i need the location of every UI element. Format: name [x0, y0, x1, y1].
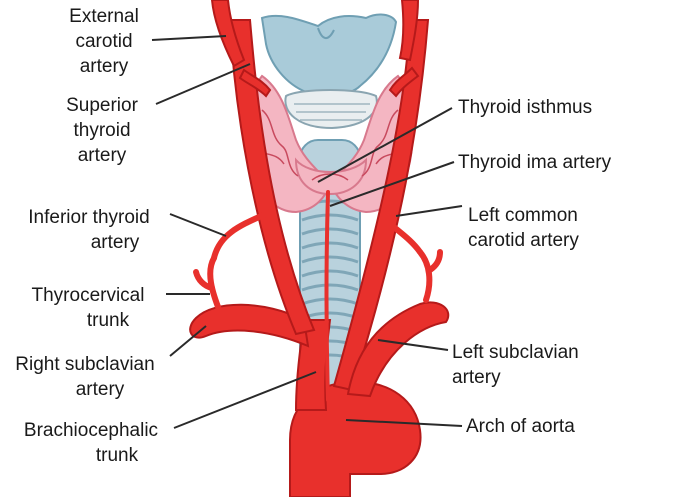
label-arch-of-aorta: Arch of aorta: [466, 416, 575, 437]
left-superior-thyroid-artery: [388, 66, 420, 98]
leader-right-subclavian: [169, 325, 207, 357]
leader-inferior-thyroid: [169, 213, 227, 237]
left-external-carotid: [398, 0, 420, 62]
label-left-common-carotid-artery: Left common carotid artery: [468, 205, 579, 251]
small-branches: [193, 190, 443, 402]
leader-left-common-carotid: [395, 205, 463, 217]
right-external-carotid: [210, 0, 246, 68]
thyroid-cartilage: [260, 13, 398, 97]
label-superior-thyroid-artery: Superior thyroid artery: [66, 95, 138, 166]
leader-thyroid-isthmus: [317, 107, 453, 183]
label-thyroid-isthmus: Thyroid isthmus: [458, 97, 593, 118]
larynx: [260, 13, 398, 130]
thyroid-isthmus: [294, 157, 368, 196]
leader-arch-of-aorta: [345, 419, 463, 427]
label-left-subclavian-artery: Left subclavian artery: [452, 342, 579, 388]
leader-left-subclavian: [377, 339, 449, 351]
label-thyrocervical-trunk: Thyrocervical trunk: [31, 285, 145, 331]
leader-lines: [151, 35, 463, 429]
label-right-subclavian-artery: Right subclavian artery: [15, 354, 155, 400]
label-thyroid-ima-artery: Thyroid ima artery: [458, 152, 612, 173]
laryngeal-notch: [317, 27, 335, 39]
left-thyrocervical-trunk: [417, 249, 433, 303]
right-common-carotid: [228, 19, 316, 336]
label-external-carotid-artery: External carotid artery: [69, 6, 139, 77]
leader-brachiocephalic: [173, 371, 317, 429]
leader-superior-thyroid: [155, 63, 251, 105]
right-superior-thyroid-artery: [238, 68, 272, 98]
left-inferior-thyroid-artery: [383, 217, 423, 255]
leader-external-carotid: [151, 35, 227, 41]
left-subclavian-artery: [346, 301, 450, 398]
right-inferior-thyroid-artery: [211, 209, 273, 261]
right-thyrocervical-trunk: [207, 255, 223, 315]
arteries: [189, 0, 450, 497]
label-inferior-thyroid-artery: Inferior thyroid artery: [28, 207, 150, 253]
leader-thyroid-ima: [329, 161, 455, 207]
label-brachiocephalic-trunk: Brachiocephalic trunk: [23, 420, 159, 466]
cricoid-cartilage: [284, 89, 378, 130]
thyroid-ima-artery: [324, 190, 330, 402]
